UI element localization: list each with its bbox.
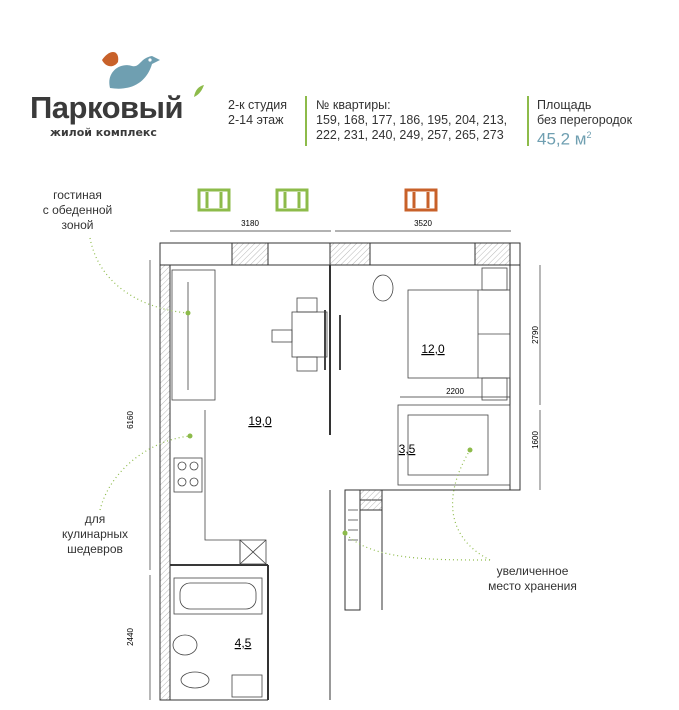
dim-right-storage: 1600 [531, 431, 540, 449]
stove [173, 457, 203, 493]
sofa [171, 269, 216, 401]
annotation-line: для [84, 512, 106, 526]
room-area-bedroom: 12,0 [421, 342, 445, 356]
room-area-storage: 3,5 [399, 442, 416, 456]
bathtub [173, 577, 263, 615]
area-label-1: Площадь [537, 98, 592, 112]
kitchen-counter [172, 410, 241, 566]
annotation-line: шедевров [67, 542, 123, 556]
numbers-line-1: 159, 168, 177, 186, 195, 204, 213, [316, 113, 508, 127]
washing-machine [231, 674, 263, 698]
annotation-line: гостиная [53, 188, 102, 202]
area-unit-sup: 2 [586, 130, 592, 140]
brand-name: Парковый [30, 90, 184, 125]
window-icon-orange [404, 188, 438, 212]
toilet [180, 671, 210, 689]
apartment-type: 2-к студия 2-14 этаж [228, 98, 287, 128]
annotation-kitchen: для кулинарных шедевров [50, 512, 140, 557]
apartment-numbers: № квартиры: 159, 168, 177, 186, 195, 204… [316, 98, 507, 143]
brand-tagline: жилой комплекс [50, 126, 157, 139]
area-block: Площадь без перегородок 45,2 м2 [537, 98, 633, 149]
dim-top-left: 3180 [241, 219, 259, 228]
office-chair [372, 274, 394, 302]
area-number: 45,2 м [537, 129, 587, 149]
dim-left-main: 6160 [126, 411, 135, 429]
annotation-line: место хранения [488, 579, 577, 593]
divider [527, 96, 529, 146]
room-area-bath: 4,5 [235, 636, 252, 650]
walls [159, 242, 521, 701]
divider [305, 96, 307, 146]
dim-left-bath: 2440 [126, 628, 135, 646]
annotation-leaders [89, 237, 491, 561]
dimension-lines [149, 230, 541, 700]
annotation-line: с обеденной [42, 203, 113, 217]
furniture [171, 267, 511, 698]
sink [172, 634, 198, 656]
dim-top-right: 3520 [414, 219, 432, 228]
room-area-living: 19,0 [248, 414, 272, 428]
annotation-line: зоной [61, 218, 94, 232]
window-icon-green [197, 188, 231, 212]
wardrobe [397, 404, 511, 486]
leaf-icon [194, 85, 204, 97]
numbers-line-2: 222, 231, 240, 249, 257, 265, 273 [316, 128, 504, 142]
apartment-type-text: 2-к студия [228, 98, 288, 112]
area-value: 45,2 м2 [537, 128, 632, 149]
annotation-line: увеличенное [496, 564, 569, 578]
apartment-floors: 2-14 этаж [228, 113, 284, 127]
bird-logo-icon [102, 51, 160, 89]
annotation-living: гостиная с обеденной зоной [30, 188, 125, 233]
window-icon-green [275, 188, 309, 212]
annotation-line: кулинарных [61, 527, 129, 541]
dining-table [291, 311, 328, 358]
dim-storage-width: 2200 [446, 387, 464, 396]
numbers-label: № квартиры: [316, 98, 391, 112]
annotation-storage: увеличенное место хранения [475, 564, 590, 594]
area-label-2: без перегородок [537, 113, 633, 127]
dim-right-bedroom: 2790 [531, 326, 540, 344]
